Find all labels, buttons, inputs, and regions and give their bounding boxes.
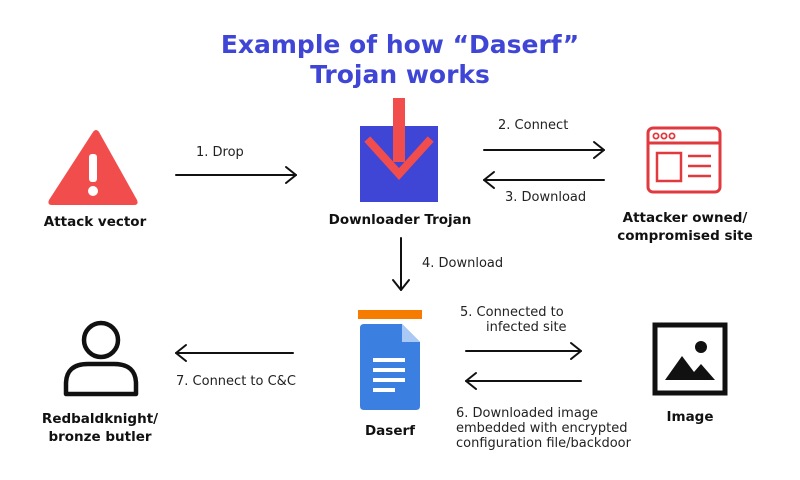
arrow-downloaded-image <box>465 372 582 390</box>
arrow-connect-cc <box>175 344 294 362</box>
document-icon <box>358 310 422 410</box>
edge-label-downloaded-line-2: embedded with encrypted <box>456 421 628 436</box>
redbaldknight-label-line-2: bronze butler <box>48 429 152 445</box>
redbaldknight-label-line-1: Redbaldknight/ <box>41 411 159 427</box>
download-arrow-icon <box>360 98 438 202</box>
edge-label-download-3: 3. Download <box>505 190 587 205</box>
arrow-connect <box>483 141 605 159</box>
image-icon <box>652 322 728 396</box>
edge-label-connected-line-2: infected site <box>486 320 567 335</box>
downloader-trojan-label: Downloader Trojan <box>328 212 472 228</box>
browser-window-icon <box>646 126 722 194</box>
edge-label-connect: 2. Connect <box>498 118 569 133</box>
edge-label-drop: 1. Drop <box>196 145 244 160</box>
arrow-drop <box>175 166 297 184</box>
attacker-site-label-line-1: Attacker owned/ <box>622 210 748 226</box>
arrow-download-3 <box>483 171 605 189</box>
edge-label-downloaded-line-3: configuration file/backdoor <box>456 436 631 451</box>
warning-triangle-icon <box>48 130 138 205</box>
title-line-2: Trojan works <box>310 60 490 89</box>
edge-label-download-4: 4. Download <box>422 256 504 271</box>
attacker-site-label-line-2: compromised site <box>617 228 753 244</box>
title-line-1: Example of how “Daserf” <box>220 30 580 59</box>
image-label: Image <box>666 409 714 425</box>
attack-vector-label: Attack vector <box>43 214 147 230</box>
arrow-connected <box>465 342 582 360</box>
edge-label-connected-line-1: 5. Connected to <box>460 305 564 320</box>
edge-label-downloaded-line-1: 6. Downloaded image <box>456 406 599 421</box>
edge-label-connect-cc: 7. Connect to C&C <box>176 374 296 389</box>
arrow-download-4 <box>392 237 410 291</box>
daserf-label: Daserf <box>364 423 416 439</box>
person-icon <box>63 320 139 397</box>
